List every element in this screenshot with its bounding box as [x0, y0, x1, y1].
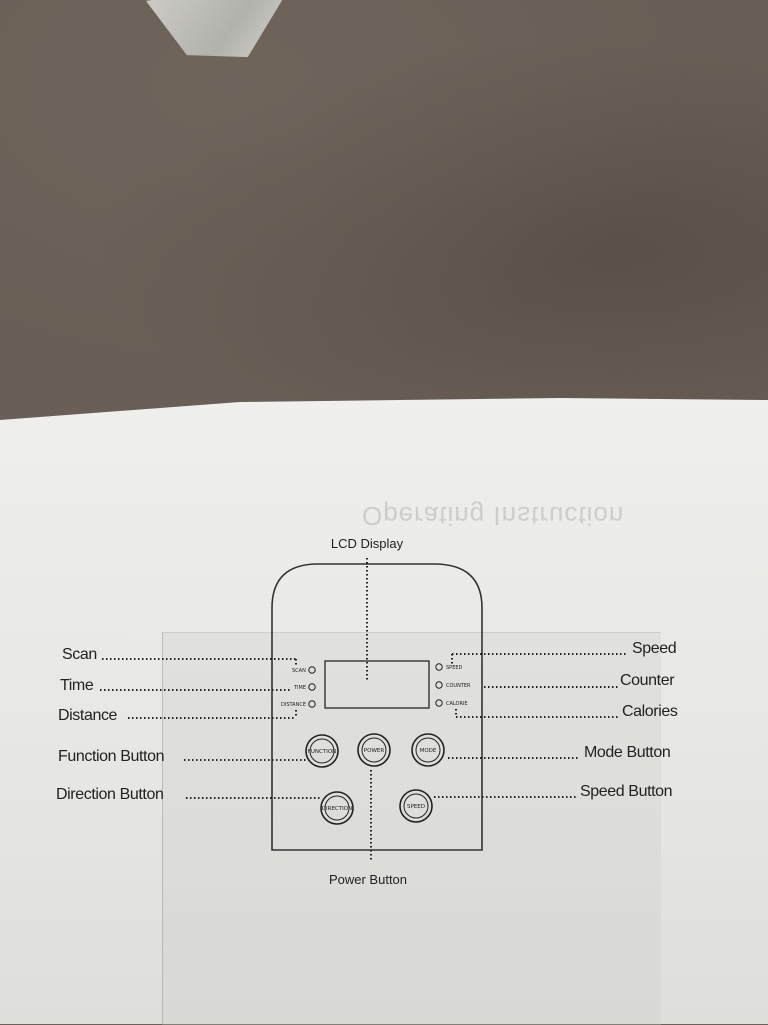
- time-led: [308, 683, 316, 691]
- power-button-label: Power Button: [328, 872, 408, 887]
- leather-background: [0, 0, 768, 420]
- speed-button-shape: SPEED: [399, 789, 433, 823]
- power-button-shape: POWER: [357, 733, 391, 767]
- lcd-display-label: LCD Display: [330, 536, 404, 551]
- direction-button-shape: DIRECTION: [320, 791, 354, 825]
- callout-time: Time: [60, 677, 94, 694]
- callout-distance: Distance: [58, 707, 118, 724]
- callout-function-button: Function Button: [58, 748, 165, 765]
- power-button-text: POWER: [364, 748, 385, 754]
- callout-speed: Speed: [632, 640, 677, 657]
- calorie-indicator-text: CALORIE: [446, 701, 468, 707]
- callout-speed-button: Speed Button: [580, 783, 673, 800]
- translucent-overlay-sheet: [162, 632, 661, 1025]
- paper-sheet: [0, 398, 768, 1024]
- counter-indicator-text: COUNTER: [446, 683, 471, 689]
- callout-counter: Counter: [620, 672, 675, 689]
- panel-outline: [271, 563, 483, 851]
- speed-indicator-text: SPEED: [446, 665, 463, 671]
- mode-button-text: MODE: [420, 748, 437, 754]
- lcd-screen: [324, 660, 430, 709]
- calorie-led: [435, 699, 443, 707]
- distance-led: [308, 700, 316, 708]
- speed-led: [435, 663, 443, 671]
- function-button-text: FUNCTION: [308, 749, 337, 755]
- speed-button-text: SPEED: [407, 804, 425, 810]
- right-indicators: SPEED COUNTER CALORIE: [435, 663, 471, 707]
- callout-mode-button: Mode Button: [584, 744, 671, 761]
- counter-led: [435, 681, 443, 689]
- left-indicators: SCAN TIME DISTANCE: [281, 666, 316, 708]
- time-indicator-text: TIME: [293, 685, 306, 691]
- direction-button-text: DIRECTION: [322, 806, 352, 812]
- callout-calories: Calories: [622, 703, 678, 720]
- function-button-shape: FUNCTION: [305, 734, 339, 768]
- mode-button-shape: MODE: [411, 733, 445, 767]
- distance-indicator-text: DISTANCE: [281, 702, 306, 708]
- scan-led: [308, 666, 316, 674]
- scan-indicator-text: SCAN: [292, 668, 306, 674]
- callout-scan: Scan: [62, 646, 97, 663]
- callout-direction-button: Direction Button: [56, 786, 164, 803]
